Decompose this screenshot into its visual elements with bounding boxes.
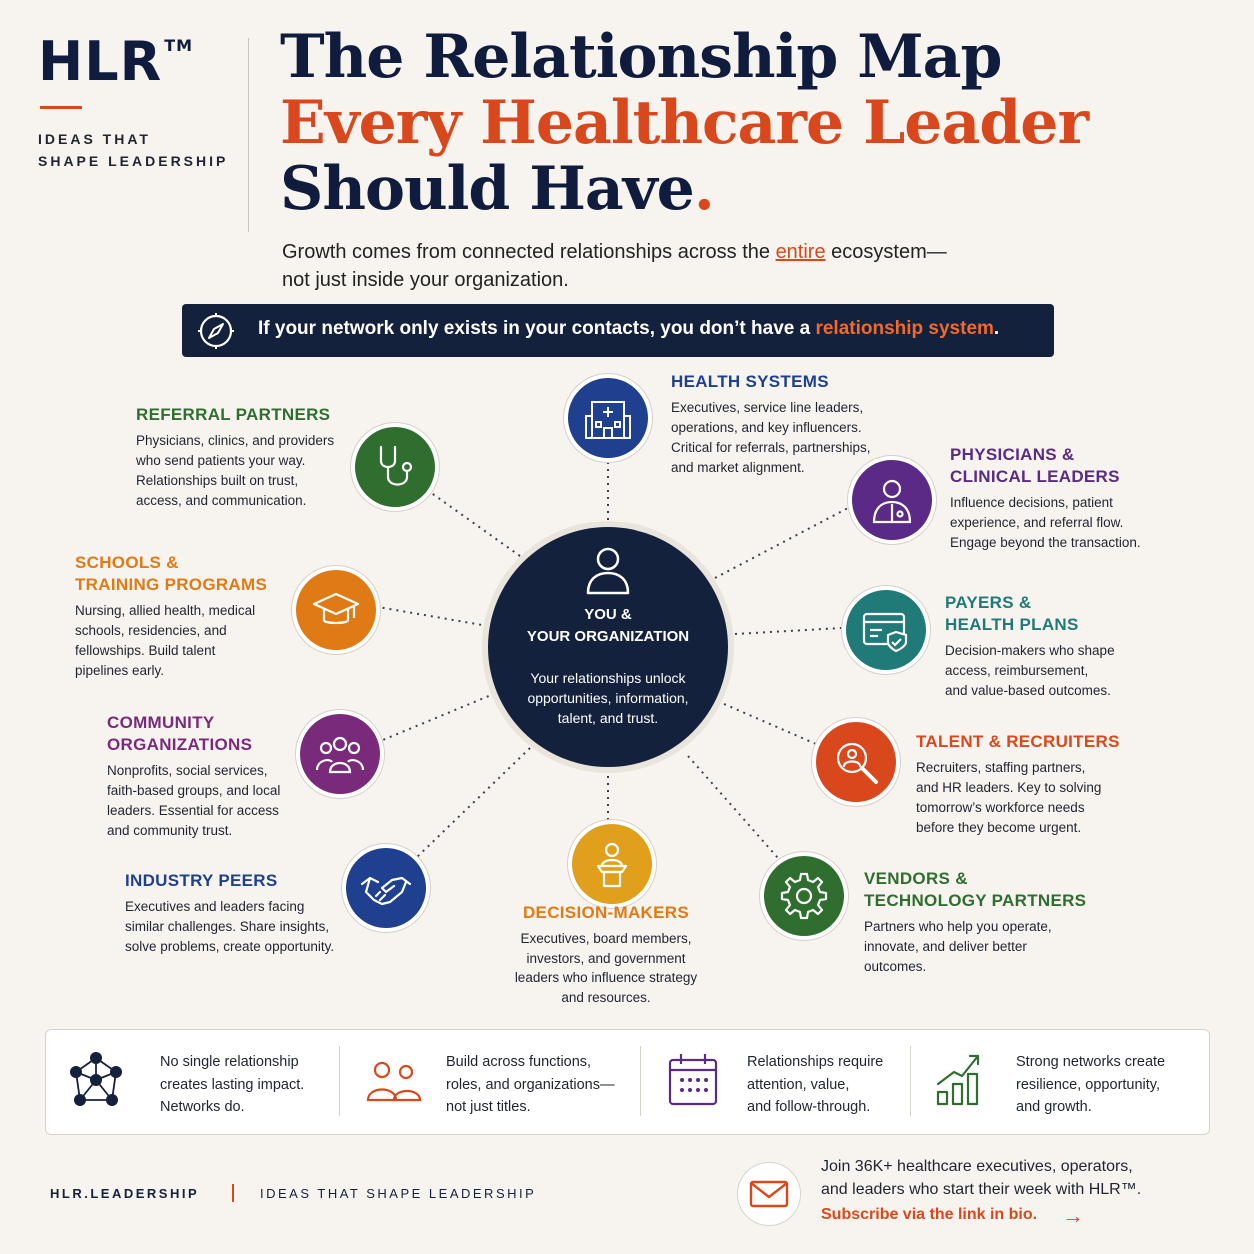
principles-divider [339, 1046, 340, 1116]
footer-tagline: IDEAS THAT SHAPE LEADERSHIP [260, 1186, 537, 1201]
magnifier-person-icon [836, 742, 878, 784]
center-title: YOU & YOUR ORGANIZATION [526, 606, 690, 645]
community-node [300, 714, 380, 794]
page-title: The Relationship Map Every Healthcare Le… [280, 22, 1089, 224]
physicians-node [852, 460, 932, 540]
insurance-card-icon [862, 612, 908, 653]
talent-node [816, 722, 896, 802]
page-subtitle: Growth comes from connected relationship… [282, 241, 947, 291]
person-icon [586, 547, 630, 595]
vendors-node [764, 856, 844, 936]
calendar-icon [668, 1054, 718, 1106]
decision-makers-node [572, 824, 652, 904]
subscribe-link[interactable]: Subscribe via the link in bio. [821, 1206, 1038, 1223]
industry-peers-node [346, 848, 426, 928]
mail-button[interactable] [737, 1162, 801, 1226]
referral-partners-text: REFERRAL PARTNERS Physicians, clinics, a… [136, 405, 335, 508]
people-icon [366, 1061, 422, 1102]
header-divider [248, 38, 249, 232]
vendors-text: VENDORS &TECHNOLOGY PARTNERS Partners wh… [864, 869, 1087, 974]
center-description: Your relationships unlock opportunities,… [527, 670, 689, 726]
payers-text: PAYERS &HEALTH PLANS Decision-makers who… [945, 593, 1115, 698]
podium-icon [596, 842, 628, 888]
brand-tagline: IDEAS THAT SHAPE LEADERSHIP [38, 131, 229, 169]
center-hub [488, 527, 728, 767]
footer-separator [232, 1184, 234, 1202]
schools-text: SCHOOLS &TRAINING PROGRAMS Nursing, alli… [75, 553, 268, 678]
newsletter-pitch: Join 36K+ healthcare executives, operato… [821, 1158, 1142, 1198]
decision-makers-text: DECISION-MAKERS Executives, board member… [514, 903, 698, 1005]
principles-panel [45, 1029, 1210, 1135]
principles-divider [910, 1046, 911, 1116]
doctor-icon [872, 479, 912, 524]
health-systems-text: HEALTH SYSTEMS Executives, service line … [671, 372, 871, 475]
footer-handle[interactable]: HLR.LEADERSHIP [50, 1186, 200, 1201]
health-systems-node [568, 378, 648, 458]
banner-text: If your network only exists in your cont… [258, 318, 1000, 339]
handshake-icon [360, 876, 412, 906]
principles-divider [640, 1046, 641, 1116]
growth-chart-icon [936, 1054, 980, 1106]
physicians-text: PHYSICIANS &CLINICAL LEADERS Influence d… [950, 445, 1141, 550]
network-icon [70, 1052, 122, 1106]
payers-node [846, 590, 926, 670]
gear-icon [780, 872, 828, 920]
arrow-right-icon[interactable]: → [1062, 1203, 1084, 1228]
compass-icon [198, 313, 234, 349]
stethoscope-icon [379, 445, 413, 486]
hospital-icon [585, 401, 631, 439]
principle-text: Build across functions,roles, and organi… [446, 1054, 615, 1115]
logo-underline [40, 106, 82, 109]
graduation-cap-icon [312, 592, 360, 625]
talent-text: TALENT & RECRUITERS Recruiters, staffing… [916, 732, 1120, 835]
group-icon [315, 736, 365, 774]
industry-peers-text: INDUSTRY PEERS Executives and leaders fa… [125, 871, 335, 954]
callout-banner [182, 304, 1054, 357]
schools-node [296, 570, 376, 650]
referral-partners-node [355, 427, 435, 507]
mail-icon [749, 1180, 789, 1208]
